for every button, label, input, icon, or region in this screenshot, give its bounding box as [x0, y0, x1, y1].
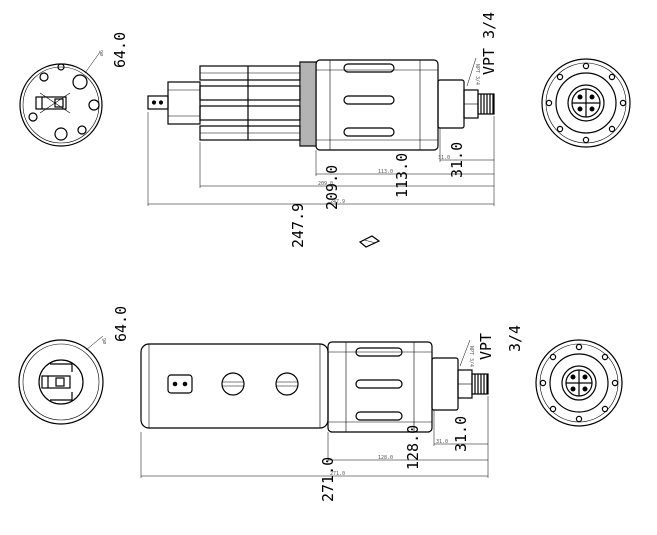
bottom-diameter-small-label: ø6 — [102, 338, 108, 344]
top-left-end-view — [19, 63, 103, 147]
dim-209-top-small: 209.0 — [318, 181, 333, 187]
dim-247-top-small: 247.9 — [330, 199, 345, 205]
top-left-diameter-callout: ø6 64.0 — [84, 32, 129, 74]
dim-128-bottom-small: 128.0 — [378, 455, 393, 461]
bottom-left-end-view — [18, 339, 104, 425]
top-diameter-small-label: ø6 — [99, 50, 105, 56]
bottom-right-end-view — [535, 339, 623, 427]
dim-31-bottom: 31.0 — [452, 416, 470, 452]
dim-31-bottom-small: 31.0 — [436, 439, 448, 445]
artifact-mark — [358, 235, 381, 248]
dim-128-bottom: 128.0 — [404, 425, 422, 470]
dim-113-top-small: 113.0 — [378, 169, 393, 175]
dim-271-bottom-small: 271.0 — [330, 471, 345, 477]
bottom-dimensions: 31.0 128.0 271.0 31.0 128.0 271.0 — [140, 396, 489, 502]
bottom-thread-label-b: 3/4 — [506, 325, 524, 352]
dim-209-top: 209.0 — [323, 165, 341, 210]
dim-113-top: 113.0 — [393, 153, 411, 198]
top-right-end-view — [541, 58, 631, 148]
bottom-thread-callout: NPT 3/4 VPT 3/4 — [459, 325, 524, 367]
dim-247-top: 247.9 — [289, 203, 307, 248]
bottom-thread-label-a: VPT — [477, 333, 495, 360]
bottom-thread-small-label: NPT 3/4 — [468, 346, 474, 367]
top-side-view — [147, 59, 495, 151]
dim-271-bottom: 271.0 — [319, 457, 337, 502]
bottom-side-view — [140, 341, 489, 433]
bottom-diameter-label: 64.0 — [112, 306, 130, 342]
top-dimensions: 31.0 113.0 209.0 247.9 31.0 113.0 209.0 … — [147, 112, 495, 248]
dim-31-top: 31.0 — [448, 142, 466, 178]
top-thread-label: VPT 3/4 — [480, 12, 498, 75]
bottom-left-diameter-callout: ø6 64.0 — [85, 306, 130, 351]
top-diameter-label: 64.0 — [111, 32, 129, 68]
dim-31-top-small: 31.0 — [438, 155, 450, 161]
top-thread-callout: NPT 3/4 VPT 3/4 — [466, 12, 498, 87]
top-thread-small-label: NPT 3/4 — [474, 64, 480, 85]
